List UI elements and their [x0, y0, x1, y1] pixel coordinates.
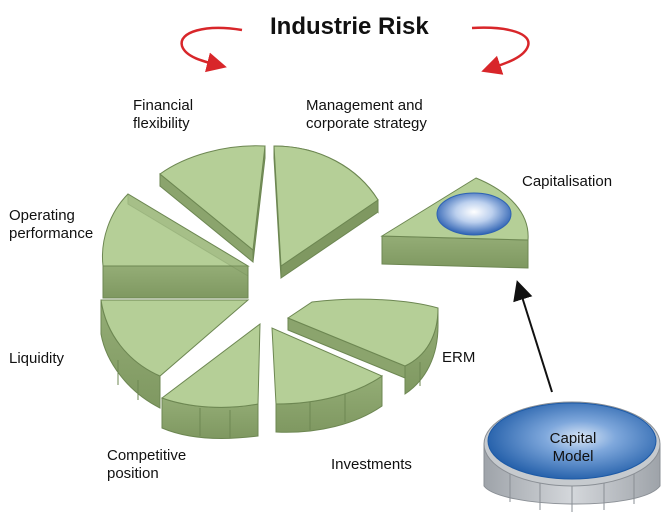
- label-capital-model-line1: Capital: [549, 430, 597, 447]
- capital-model-drum: [483, 401, 661, 512]
- label-erm: ERM: [442, 349, 476, 366]
- right-curved-arrow-icon: [471, 26, 530, 75]
- label-investments: Investments: [331, 456, 412, 473]
- slice-competitive-position: [160, 322, 261, 439]
- slice-operating-performance: [101, 193, 250, 299]
- label-operating-line1: Operating: [9, 207, 75, 224]
- slice-capitalisation: [380, 177, 529, 269]
- label-management-line1: Management and: [306, 97, 423, 114]
- label-operating-line2: performance: [9, 225, 94, 242]
- slice-management-strategy: [273, 145, 379, 279]
- left-curved-arrow-icon: [180, 26, 243, 73]
- label-competitive-position: Competitive position: [107, 447, 186, 483]
- label-management-line2: corporate strategy: [306, 115, 427, 132]
- label-liquidity: Liquidity: [9, 350, 65, 367]
- label-competitive-line1: Competitive: [107, 447, 187, 464]
- label-financial-flexibility-line1: Financial: [133, 97, 194, 114]
- label-financial-flexibility: Financial flexibility: [133, 97, 193, 133]
- label-management-strategy: Management and corporate strategy: [306, 97, 427, 133]
- capital-model-arrow-icon: [513, 280, 553, 393]
- capitalisation-bowl: [436, 192, 512, 236]
- slice-liquidity: [100, 299, 250, 409]
- slice-financial-flexibility: [159, 145, 266, 264]
- slice-investments: [271, 327, 384, 433]
- label-capital-model: Capital Model: [538, 430, 608, 466]
- label-competitive-line2: position: [107, 465, 159, 482]
- label-capital-model-line2: Model: [552, 448, 594, 465]
- label-operating-performance: Operating performance: [9, 207, 93, 243]
- label-capitalisation: Capitalisation: [522, 173, 613, 190]
- slice-erm: [286, 298, 439, 395]
- label-financial-flexibility-line2: flexibility: [133, 115, 190, 132]
- diagram-title: Industrie Risk: [270, 13, 429, 40]
